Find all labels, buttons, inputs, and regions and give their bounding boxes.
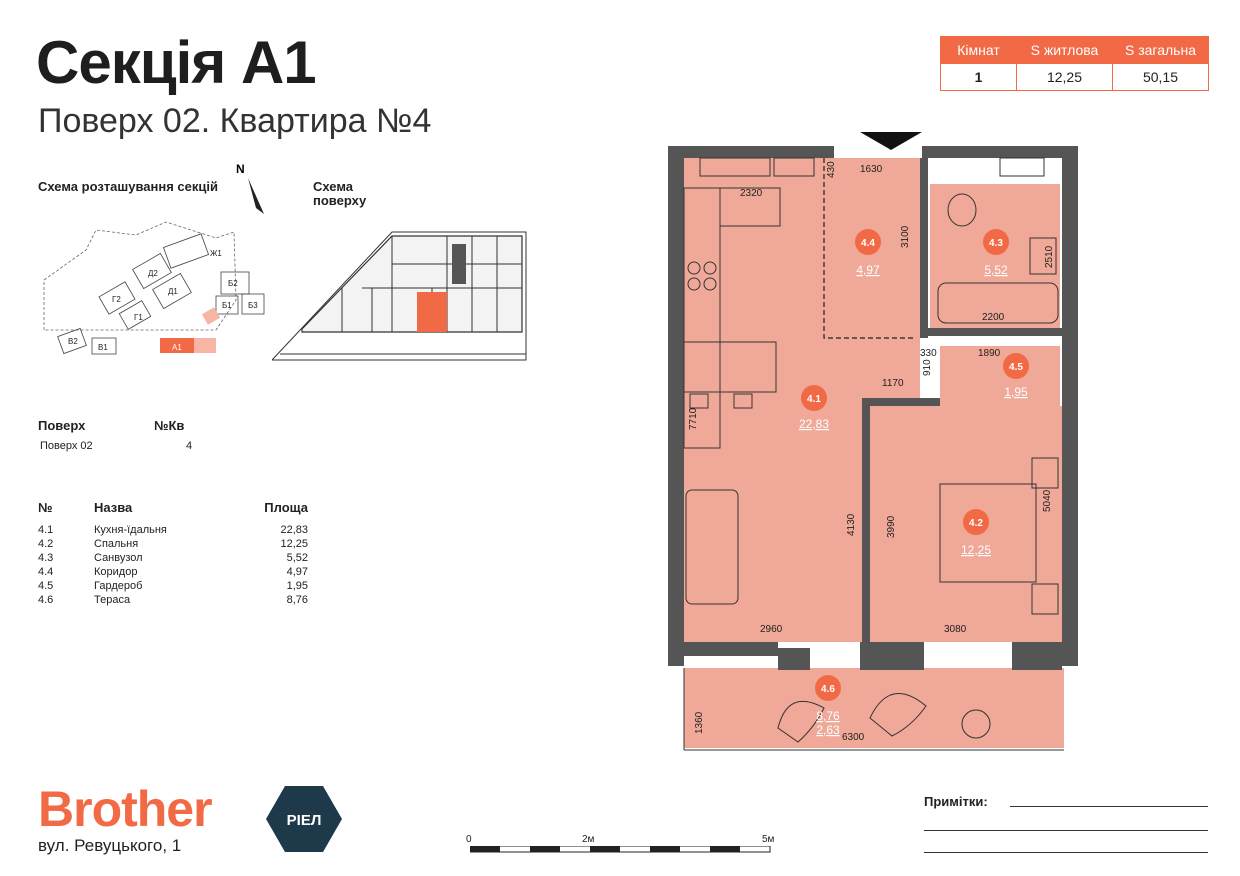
section-tag: Д2 xyxy=(148,269,158,278)
dimension-label: 1890 xyxy=(978,348,1001,359)
svg-text:4,97: 4,97 xyxy=(856,263,880,277)
dimension-label: 7710 xyxy=(688,407,699,430)
dimension-label: 3080 xyxy=(944,624,967,635)
notes-line xyxy=(1010,806,1208,807)
section-tag: Г1 xyxy=(134,313,143,322)
rooms-header: Площа xyxy=(264,500,308,515)
scale-label: 5м xyxy=(762,834,775,845)
summary-header: S житлова xyxy=(1016,36,1113,64)
floor-scheme-map xyxy=(272,231,527,361)
floor-scheme-label: Схема поверху xyxy=(313,179,367,208)
section-tag: В1 xyxy=(98,343,108,352)
section-tag: Ж1 xyxy=(210,249,222,258)
dimension-label: 1360 xyxy=(694,711,705,734)
summary-table: Кімнат S житлова S загальна 1 12,25 50,1… xyxy=(940,36,1209,91)
svg-text:2,63: 2,63 xyxy=(816,723,840,737)
dimension-label: 2200 xyxy=(982,312,1005,323)
dimension-label: 1630 xyxy=(860,164,883,175)
address: вул. Ревуцького, 1 xyxy=(38,836,182,855)
floor-label: Поверх xyxy=(38,418,86,433)
svg-text:1,95: 1,95 xyxy=(1004,385,1028,399)
svg-text:РІЕЛ: РІЕЛ xyxy=(287,812,322,829)
brand-badge: РІЕЛ xyxy=(266,786,342,852)
section-tag: Б2 xyxy=(228,279,238,288)
room-marker-4-6: 4.6 8,76 2,63 xyxy=(815,675,841,737)
svg-text:4.4: 4.4 xyxy=(861,238,875,249)
svg-text:4.5: 4.5 xyxy=(1009,362,1023,373)
apartment-subtitle: Поверх 02. Квартира №4 xyxy=(38,102,432,140)
dimension-label: 3990 xyxy=(886,515,897,538)
notes-label: Примітки: xyxy=(924,794,988,809)
summary-total-area: 50,15 xyxy=(1112,63,1209,91)
dimension-label: 4130 xyxy=(846,513,857,536)
svg-text:4.1: 4.1 xyxy=(807,394,821,405)
section-tag: Д1 xyxy=(168,287,178,296)
rooms-header: № xyxy=(38,500,53,515)
dimension-label: 330 xyxy=(920,348,937,359)
dimension-label: 2320 xyxy=(740,188,763,199)
notes-line xyxy=(924,852,1208,853)
section-tag: А1 xyxy=(172,343,182,352)
dimension-label: 2960 xyxy=(760,624,783,635)
north-arrow-icon xyxy=(248,178,264,214)
brand-logo: Brother xyxy=(38,781,213,837)
svg-text:22,83: 22,83 xyxy=(799,417,829,431)
section-tag: Г2 xyxy=(112,295,121,304)
dimension-label: 1170 xyxy=(882,378,904,389)
sections-scheme-map: N Ж1 Д2 Д1 Г2 Г1 В2 В1 А1 Б2 Б1 Б3 xyxy=(43,162,265,355)
section-title: Секція А1 xyxy=(36,29,317,96)
floor-value: Поверх 02 xyxy=(40,440,93,452)
section-tag: В2 xyxy=(68,337,78,346)
summary-header: S загальна xyxy=(1112,36,1209,64)
apartment-label: №Кв xyxy=(154,418,185,433)
room-marker-4-3: 4.3 5,52 xyxy=(983,229,1009,277)
room-marker-4-2: 4.2 12,25 xyxy=(961,509,991,557)
dimension-label: 430 xyxy=(826,161,837,178)
svg-text:4.3: 4.3 xyxy=(989,238,1003,249)
summary-header: Кімнат xyxy=(940,36,1017,64)
summary-rooms: 1 xyxy=(940,63,1017,91)
north-label: N xyxy=(236,162,245,176)
svg-text:8,76: 8,76 xyxy=(816,709,840,723)
apartment-plan: 1630 2320 430 3100 2510 2200 330 1890 91… xyxy=(668,132,1078,751)
room-marker-4-5: 4.5 1,95 xyxy=(1003,353,1029,399)
dimension-label: 3100 xyxy=(900,225,911,248)
svg-text:12,25: 12,25 xyxy=(961,543,991,557)
scale-bar xyxy=(470,846,771,853)
section-tag: Б1 xyxy=(222,301,232,310)
scale-label: 2м xyxy=(582,834,595,845)
rooms-header: Назва xyxy=(94,500,133,515)
room-marker-4-1: 4.1 22,83 xyxy=(799,385,829,431)
dimension-label: 5040 xyxy=(1042,489,1053,512)
summary-living-area: 12,25 xyxy=(1016,63,1113,91)
svg-text:4.6: 4.6 xyxy=(821,684,835,695)
dimension-label: 910 xyxy=(922,359,933,376)
scale-label: 0 xyxy=(466,834,472,845)
dimension-label: 6300 xyxy=(842,732,865,743)
room-marker-4-4: 4.4 4,97 xyxy=(855,229,881,277)
apartment-value: 4 xyxy=(186,440,193,452)
svg-text:4.2: 4.2 xyxy=(969,518,983,529)
sections-scheme-label: Схема розташування секцій xyxy=(38,179,218,194)
svg-text:5,52: 5,52 xyxy=(984,263,1008,277)
dimension-label: 2510 xyxy=(1044,245,1055,268)
section-tag: Б3 xyxy=(248,301,258,310)
notes-line xyxy=(924,830,1208,831)
